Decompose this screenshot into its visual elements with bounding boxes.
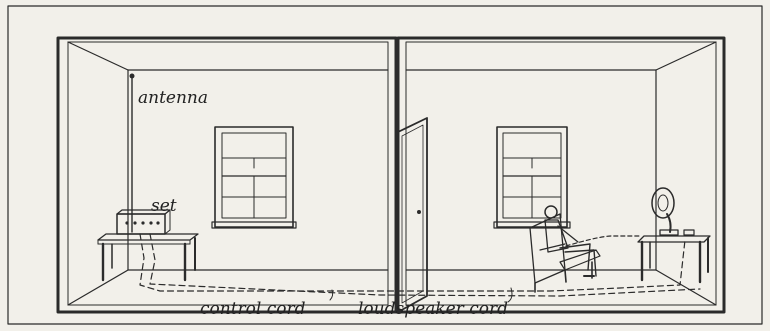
antenna [130, 74, 135, 233]
open-door [398, 118, 427, 312]
right-window [494, 127, 570, 228]
cords [140, 234, 700, 296]
radio-table [98, 234, 198, 280]
left-room-back-outline [68, 42, 388, 305]
outer-border [8, 6, 762, 324]
left-room [58, 38, 396, 312]
antenna-label: antenna [138, 88, 208, 108]
loudspeaker [652, 188, 694, 235]
speaker-table [638, 236, 710, 282]
seated-man [545, 206, 596, 276]
set-label: set [151, 196, 177, 216]
control-cord-label: control cord [200, 299, 306, 319]
loudspeaker-cord-label: loudspeaker cord [358, 299, 508, 319]
left-window [212, 127, 296, 228]
loudspeaker-cord-arrow [508, 288, 512, 302]
left-room-outer [58, 38, 396, 312]
